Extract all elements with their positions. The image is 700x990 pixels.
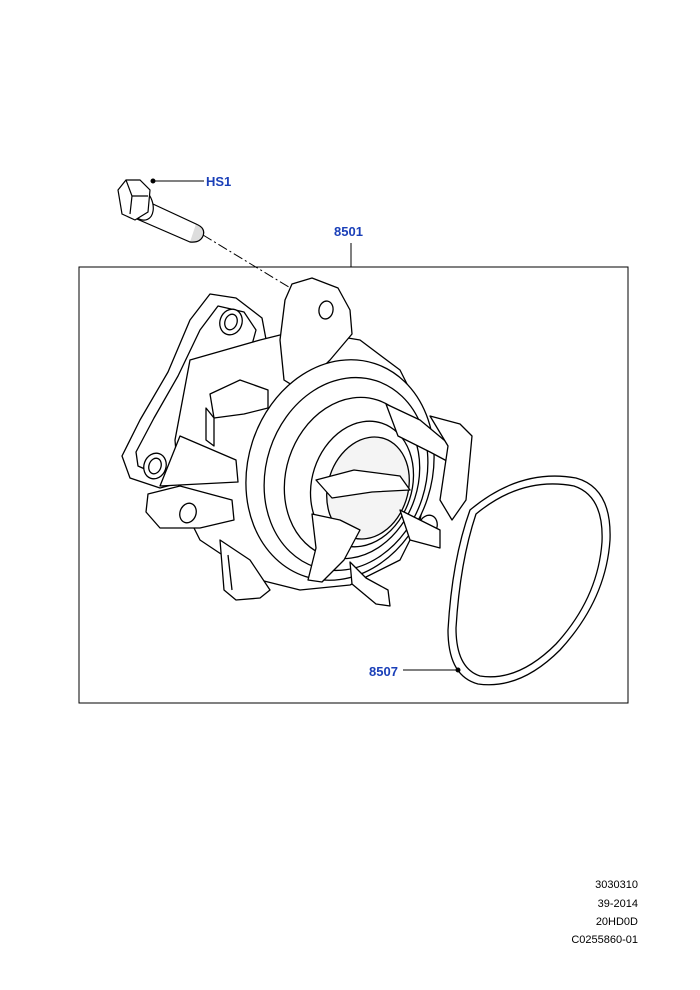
- assembly-frame: [78, 266, 629, 704]
- reference-line-3: 20HD0D: [595, 916, 638, 928]
- reference-line-2: 39-2014: [597, 898, 638, 910]
- reference-line-4: C0255860-01: [571, 934, 638, 946]
- callout-8501: 8501: [334, 224, 363, 239]
- callout-hs1: HS1: [206, 174, 232, 189]
- bolt-hs1: [117, 179, 205, 243]
- leader-lines: [150, 178, 461, 673]
- water-pump-body: [121, 277, 473, 607]
- callout-8507: 8507: [369, 664, 398, 679]
- gasket-8507: [447, 475, 611, 686]
- reference-line-1: 3030310: [595, 879, 638, 891]
